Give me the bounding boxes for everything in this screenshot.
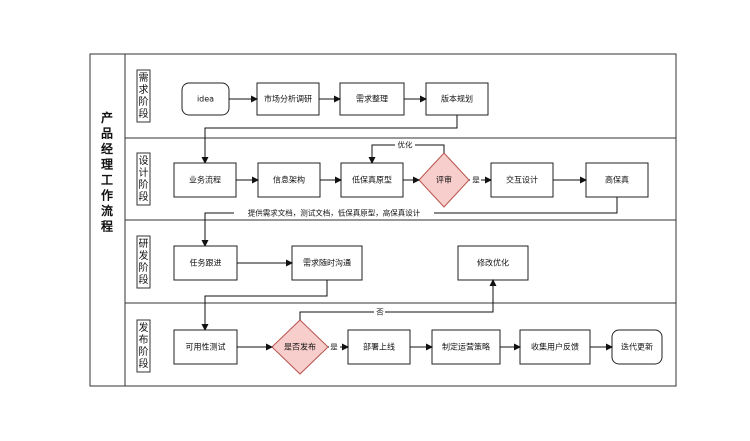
- node-ops-strategy: [431, 329, 501, 365]
- node-lofi-prototype: [340, 162, 404, 198]
- edge-label-deliverables: 提供需求文档，测试文档，低保真原型，高保真设计: [248, 208, 421, 218]
- node-idea-label: idea: [197, 95, 214, 104]
- stage-tag-requirement: [136, 69, 151, 123]
- node-release-decision-label: 是否发布: [284, 342, 316, 352]
- node-business-flow: [173, 162, 237, 198]
- node-release-decision: [271, 319, 329, 375]
- node-requirement-sorting-label: 需求整理: [356, 94, 388, 104]
- node-hifi-label: 高保真: [605, 175, 629, 185]
- node-user-feedback-label: 收集用户反馈: [531, 342, 579, 352]
- node-lofi-prototype-label: 低保真原型: [352, 175, 392, 185]
- node-task-tracking: [173, 245, 238, 281]
- node-info-architecture-label: 信息架构: [273, 175, 305, 185]
- node-version-planning: [425, 82, 489, 116]
- stage-label-design: 设计阶段: [139, 155, 149, 203]
- stage-tag-release: [136, 319, 151, 373]
- node-interaction-design-label: 交互设计: [506, 175, 538, 185]
- node-requirement-sorting: [339, 82, 405, 116]
- node-deploy-label: 部署上线: [363, 342, 395, 352]
- stage-label-release: 发布阶段: [139, 321, 149, 370]
- edge-label-optimize: 优化: [398, 140, 413, 150]
- svg-text:产品经理工作流程: 产品经理工作流程: [101, 110, 113, 234]
- node-usability-test-label: 可用性测试: [186, 342, 226, 352]
- diagram-title: 产品经理工作流程: [101, 110, 113, 234]
- edge-label-yes-release: 是: [330, 343, 338, 352]
- node-version-planning-label: 版本规划: [441, 94, 473, 104]
- edge-label-no: 否: [376, 308, 384, 317]
- node-requirement-communication-label: 需求随时沟通: [303, 258, 351, 268]
- stage-label-requirement: 需求阶段: [139, 72, 149, 120]
- node-fix-optimize-label: 修改优化: [477, 258, 509, 268]
- node-info-architecture: [257, 162, 321, 198]
- node-review-decision: [418, 152, 470, 208]
- node-review-decision-label: 评审: [436, 175, 452, 185]
- node-market-research-label: 市场分析调研: [264, 94, 312, 104]
- node-deploy: [347, 329, 411, 365]
- edge-label-yes-review: 是: [472, 176, 480, 185]
- node-business-flow-label: 业务流程: [189, 175, 221, 185]
- stage-tag-development: [136, 235, 151, 289]
- stage-label-development: 研发阶段: [139, 238, 149, 286]
- node-task-tracking-label: 任务跟进: [190, 258, 222, 268]
- node-market-research: [256, 82, 320, 116]
- stage-tag-design: [136, 152, 151, 206]
- node-user-feedback: [519, 329, 591, 365]
- node-ops-strategy-label: 制定运营策略: [442, 342, 490, 352]
- node-iterate-label: 迭代更新: [621, 342, 653, 352]
